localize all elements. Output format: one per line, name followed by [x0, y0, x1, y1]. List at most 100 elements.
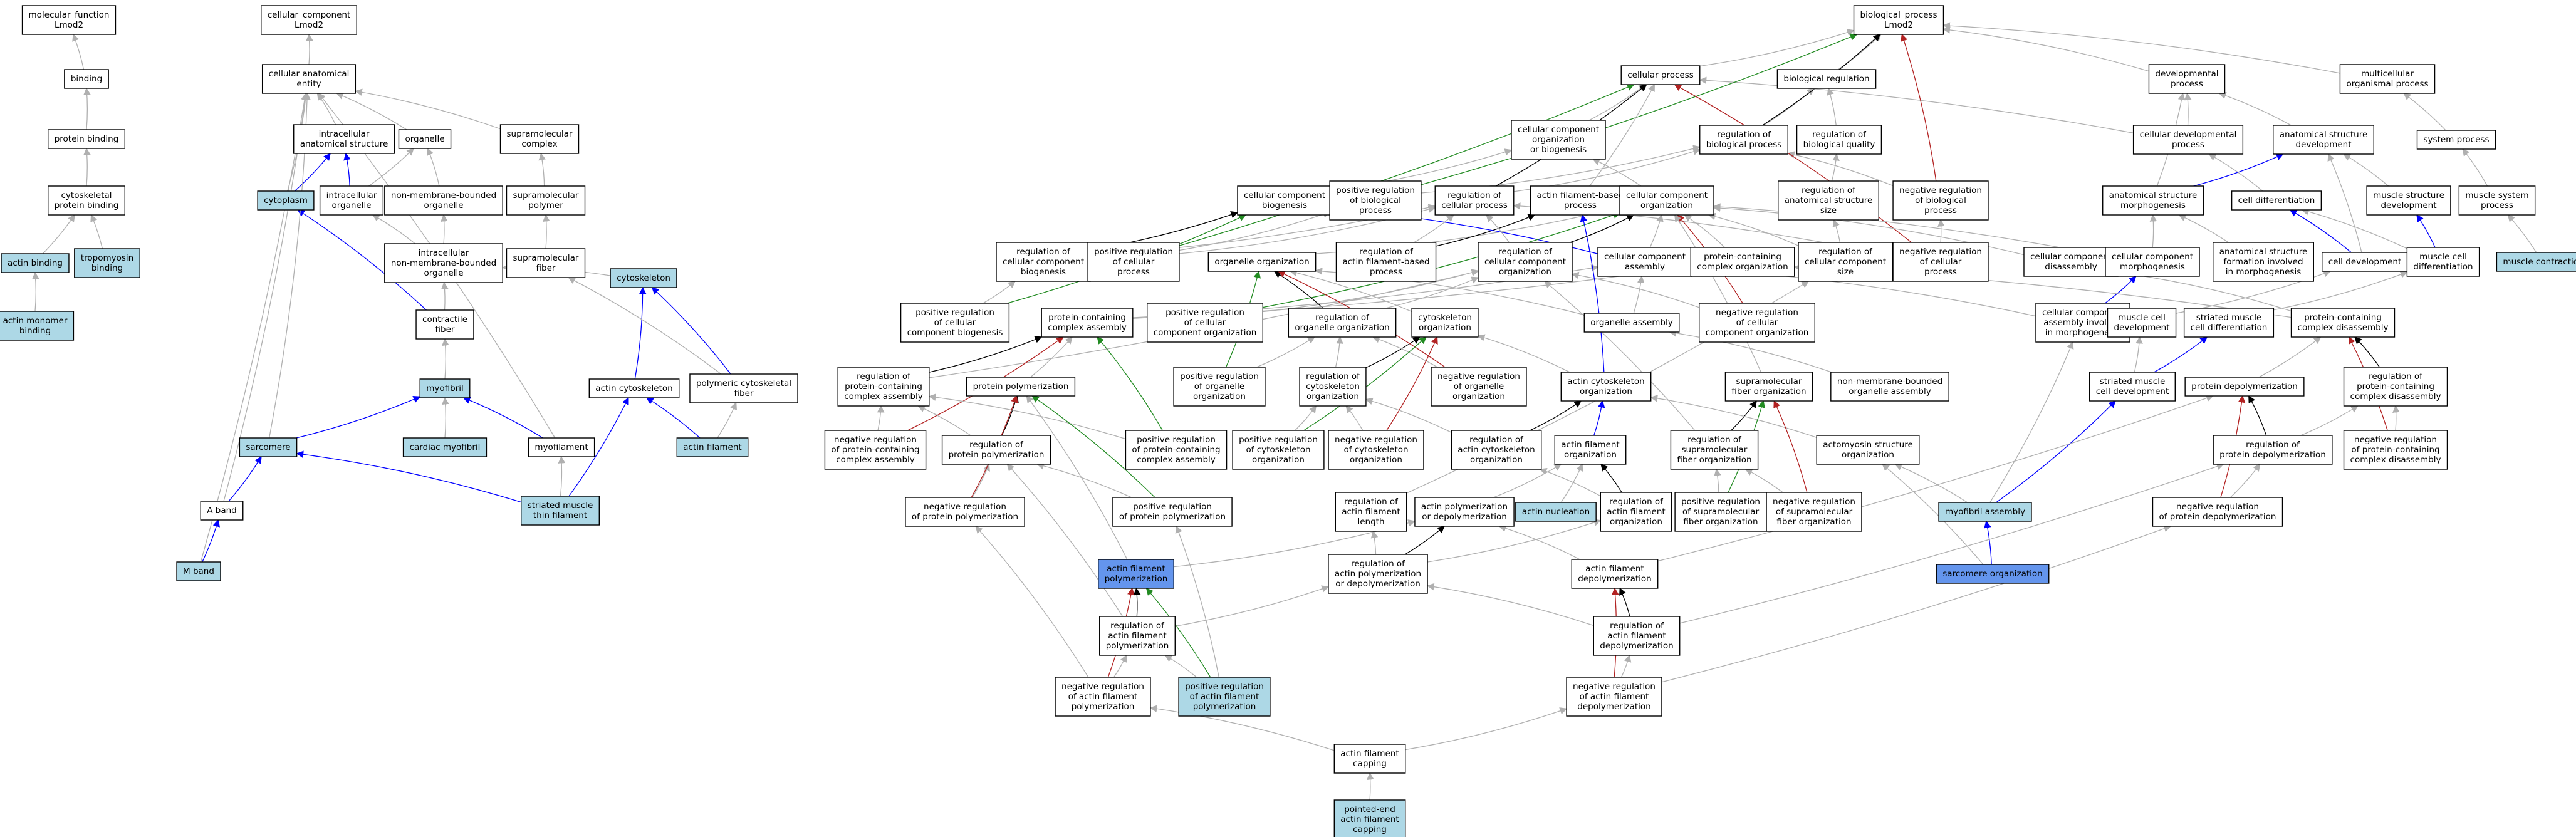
term-node-myofilament[interactable]: myofilament [528, 437, 595, 457]
term-node-cardiac-myofibril[interactable]: cardiac myofibril [402, 437, 488, 457]
term-node-organelle-org[interactable]: organelle organization [1207, 252, 1317, 272]
term-node-m-band[interactable]: M band [176, 561, 221, 581]
term-node-actin-binding[interactable]: actin binding [1, 253, 70, 273]
term-node-cytoskeleton[interactable]: cytoskeleton [610, 268, 677, 288]
term-node-actin-cytoskeleton[interactable]: actin cytoskeleton [588, 378, 680, 398]
term-node-cell-diff[interactable]: cell differentiation [2231, 190, 2322, 211]
term-node-organelle-assembly[interactable]: organelle assembly [1583, 313, 1680, 333]
term-node-a-band[interactable]: A band [200, 501, 244, 521]
term-node-cell-dev[interactable]: cell development [2322, 252, 2408, 272]
term-node-system-process[interactable]: system process [2416, 130, 2496, 150]
term-node-sarcomere-org[interactable]: sarcomere organization [1936, 564, 2050, 584]
term-node-prot-poly[interactable]: protein polymerization [966, 377, 1076, 397]
term-node-organelle[interactable]: organelle [398, 129, 452, 149]
term-node-bio-reg[interactable]: biological regulation [1776, 69, 1877, 89]
term-node-binding[interactable]: binding [64, 69, 109, 89]
term-node-cellular-process[interactable]: cellular process [1620, 65, 1701, 85]
term-node-actin-filament[interactable]: actin filament [676, 437, 749, 457]
term-node-sarcomere[interactable]: sarcomere [239, 437, 298, 457]
term-node-myofibril[interactable]: myofibril [419, 378, 471, 398]
term-node-prot-binding[interactable]: protein binding [47, 129, 126, 149]
term-node-actin-nucleation[interactable]: actin nucleation [1515, 502, 1597, 522]
